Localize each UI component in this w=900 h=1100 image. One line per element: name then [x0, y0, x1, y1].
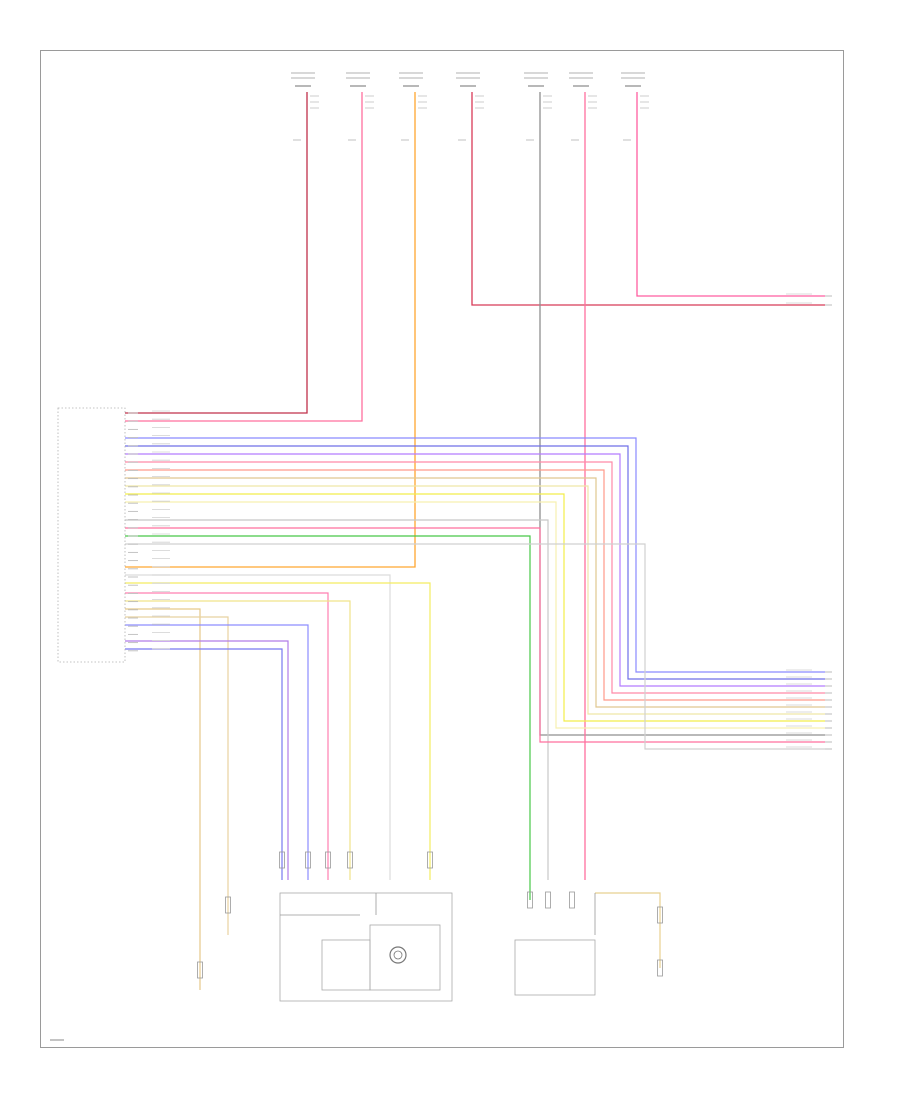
wire-pink-6 — [125, 592, 329, 880]
wire-gray-1 — [539, 92, 825, 736]
right-terminals — [786, 293, 832, 750]
fuse-label-3 — [399, 72, 427, 141]
motor-housing — [279, 892, 453, 1002]
power-source-labels — [291, 72, 649, 141]
wire-orange-1 — [125, 92, 416, 568]
wire-gray-3 — [125, 543, 825, 750]
wire-violet-2 — [125, 624, 309, 880]
wire-violet-1 — [125, 453, 825, 687]
fuse-label-4 — [456, 72, 484, 141]
wire-blue-1 — [125, 437, 825, 673]
wire-red-2 — [471, 92, 825, 306]
wire-pink-1 — [125, 92, 363, 422]
wire-red-1 — [125, 92, 308, 414]
fuse-label-7 — [621, 72, 649, 141]
bottom-components — [279, 892, 661, 1002]
wire-lightyellow-3 — [125, 600, 351, 880]
fuse-label-6 — [569, 72, 597, 141]
wire-pink-5 — [125, 527, 825, 743]
diagram-frame — [40, 50, 844, 1048]
wire-gray-2 — [125, 519, 549, 880]
wire-salmon-1 — [125, 469, 825, 701]
wire-tan-2 — [125, 608, 201, 990]
wire-tan-1 — [125, 477, 825, 708]
wire-white-1 — [125, 574, 391, 880]
module-box — [514, 939, 596, 996]
wire-blue-3 — [125, 648, 283, 880]
wire-lightyellow-1 — [125, 485, 825, 715]
wire-blue-2 — [125, 445, 825, 680]
wire-lightyellow-2 — [125, 501, 825, 729]
wire-violet-3 — [125, 640, 289, 880]
wire-tan-3 — [125, 616, 229, 935]
fuse-label-1 — [291, 72, 319, 141]
wire-pink-4 — [125, 461, 825, 694]
wire-green-1 — [125, 535, 531, 900]
fuse-label-5 — [524, 72, 552, 141]
fuse-label-2 — [346, 72, 374, 141]
wire-pink-3 — [636, 92, 825, 297]
wire-yellow-2 — [125, 582, 431, 880]
left-connector-block — [57, 407, 170, 663]
wire-yellow-1 — [125, 493, 825, 722]
harness-wires — [125, 437, 825, 990]
connector-boots — [197, 851, 663, 979]
motor-icon — [389, 946, 407, 964]
